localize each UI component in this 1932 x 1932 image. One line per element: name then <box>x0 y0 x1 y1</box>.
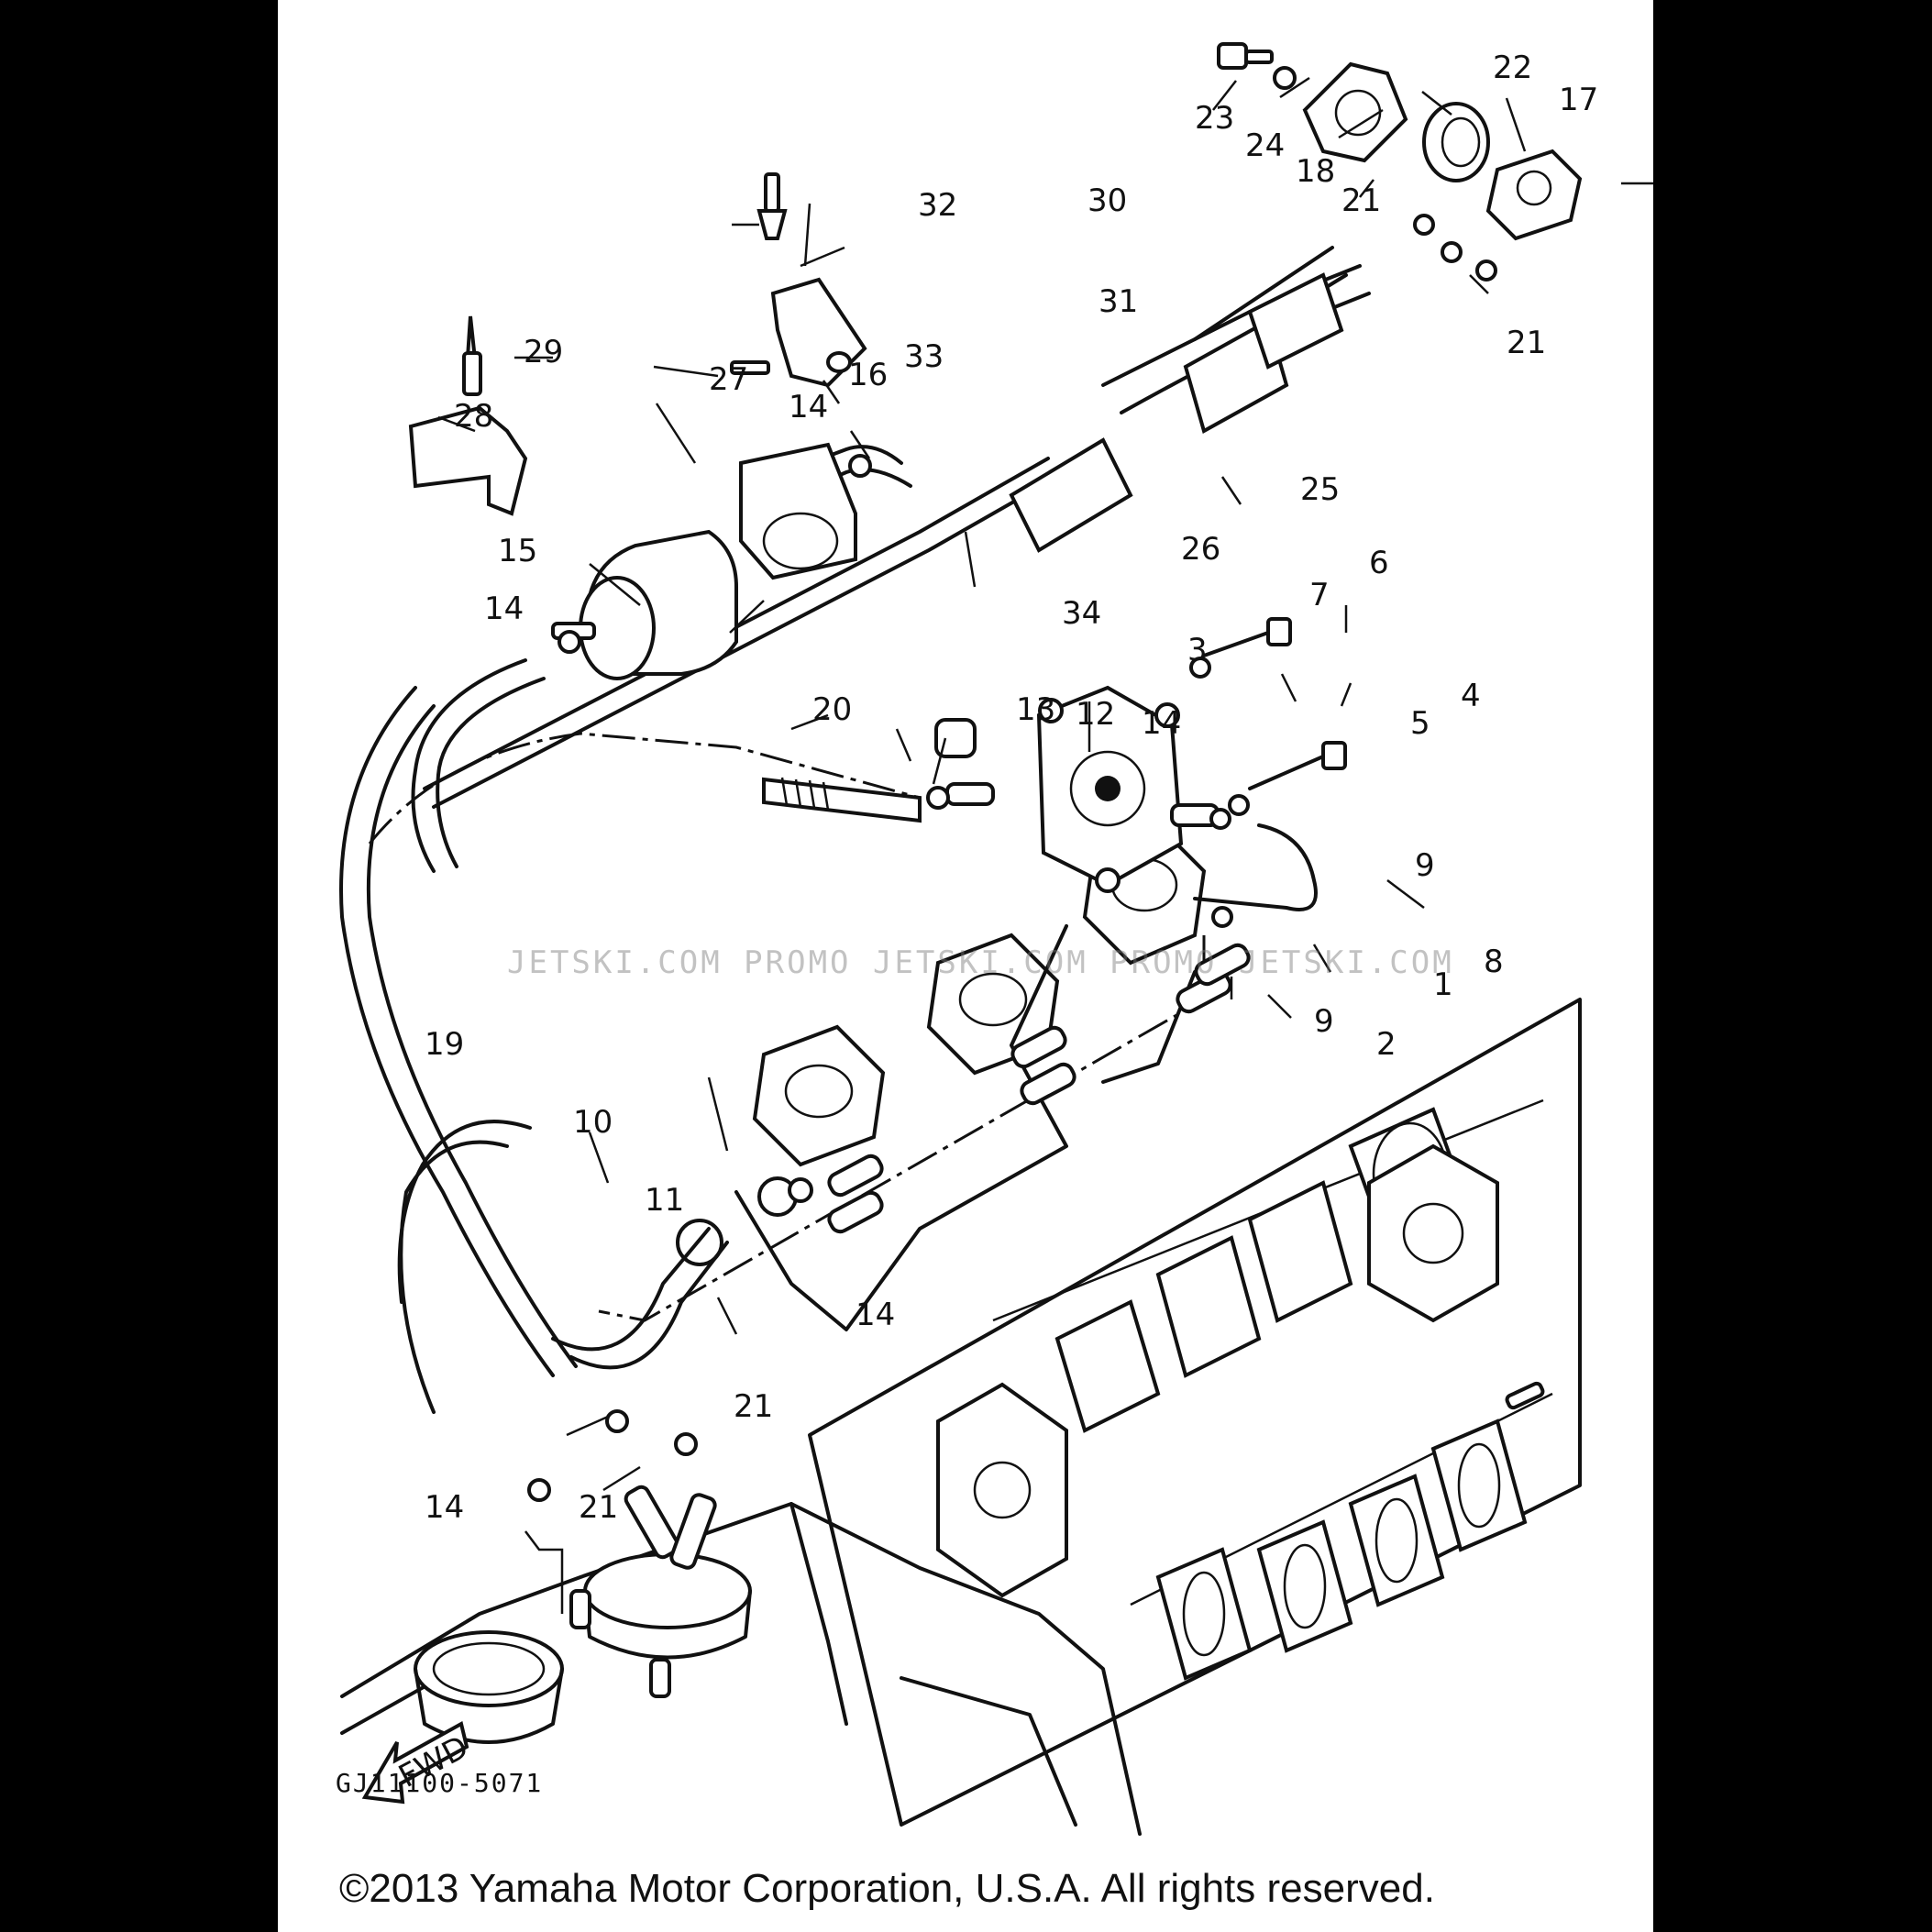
copyright-notice: ©2013 Yamaha Motor Corporation, U.S.A. A… <box>339 1866 1435 1911</box>
callout-14b: 14 <box>789 389 828 425</box>
callout-9b: 9 <box>1314 1003 1334 1040</box>
fuel-pump-kit-box <box>808 998 1582 1827</box>
callout-14a: 14 <box>1142 705 1181 742</box>
callout-30: 30 <box>1087 182 1127 219</box>
callout-14e: 14 <box>425 1489 464 1526</box>
upper-parts <box>408 42 1583 680</box>
callout-10: 10 <box>573 1104 613 1141</box>
fuel-pump <box>934 617 1347 893</box>
callout-21c: 21 <box>734 1388 773 1425</box>
callout-34: 34 <box>1062 595 1101 632</box>
callout-33: 33 <box>904 338 944 375</box>
callout-22: 22 <box>1493 50 1532 86</box>
callout-14d: 14 <box>856 1297 895 1333</box>
callout-5: 5 <box>1410 705 1430 742</box>
callout-21b: 21 <box>1507 325 1546 361</box>
hose-clamps <box>527 214 1497 1502</box>
callout-32: 32 <box>918 187 957 224</box>
filler-neck <box>414 1630 564 1744</box>
callout-7: 7 <box>1309 577 1330 613</box>
callout-13: 13 <box>1016 691 1055 728</box>
callout-28: 28 <box>454 398 493 435</box>
callout-20: 20 <box>812 691 852 728</box>
callout-14f: 14 <box>1264 907 1303 944</box>
callout-2: 2 <box>1376 1026 1397 1063</box>
callout-11: 11 <box>645 1182 684 1219</box>
callout-17: 17 <box>1559 82 1598 118</box>
callout-16: 16 <box>848 357 888 393</box>
fuel-system-exploded-diagram: FWD <box>339 42 1653 1836</box>
callout-18: 18 <box>1296 153 1335 190</box>
watermark: JETSKI.COM PROMO JETSKI.COM PROMO JETSKI… <box>507 944 1454 981</box>
callout-24: 24 <box>1245 127 1285 164</box>
callout-21d: 21 <box>579 1489 618 1526</box>
callout-9a: 9 <box>1415 847 1435 884</box>
carburetor-assembly <box>598 822 1251 1331</box>
callout-4: 4 <box>1461 678 1481 714</box>
drawing-code: GJ11100-5071 <box>336 1768 544 1798</box>
callout-26: 26 <box>1181 531 1220 568</box>
callout-12: 12 <box>1076 696 1115 733</box>
callout-3: 3 <box>1187 632 1208 668</box>
callout-23: 23 <box>1195 100 1234 137</box>
fuel-sender-unit <box>569 1485 752 1698</box>
leader-lines <box>437 76 1653 1614</box>
fuel-hoses <box>339 246 1371 1414</box>
callout-19: 19 <box>425 1026 464 1063</box>
callout-1: 1 <box>1433 966 1453 1003</box>
callout-31: 31 <box>1098 283 1138 320</box>
callout-29: 29 <box>524 334 563 370</box>
callout-6: 6 <box>1369 545 1389 581</box>
callout-27: 27 <box>709 361 748 398</box>
callout-labels: 1 2 3 4 5 6 7 8 9 9 10 11 12 13 14 14 14… <box>425 50 1598 1526</box>
callout-21a: 21 <box>1341 182 1381 219</box>
callout-25: 25 <box>1300 471 1340 508</box>
callout-15: 15 <box>498 533 537 569</box>
diagram-sheet: FWD <box>278 0 1653 1932</box>
callout-14c: 14 <box>484 591 524 627</box>
callout-8: 8 <box>1484 944 1504 980</box>
